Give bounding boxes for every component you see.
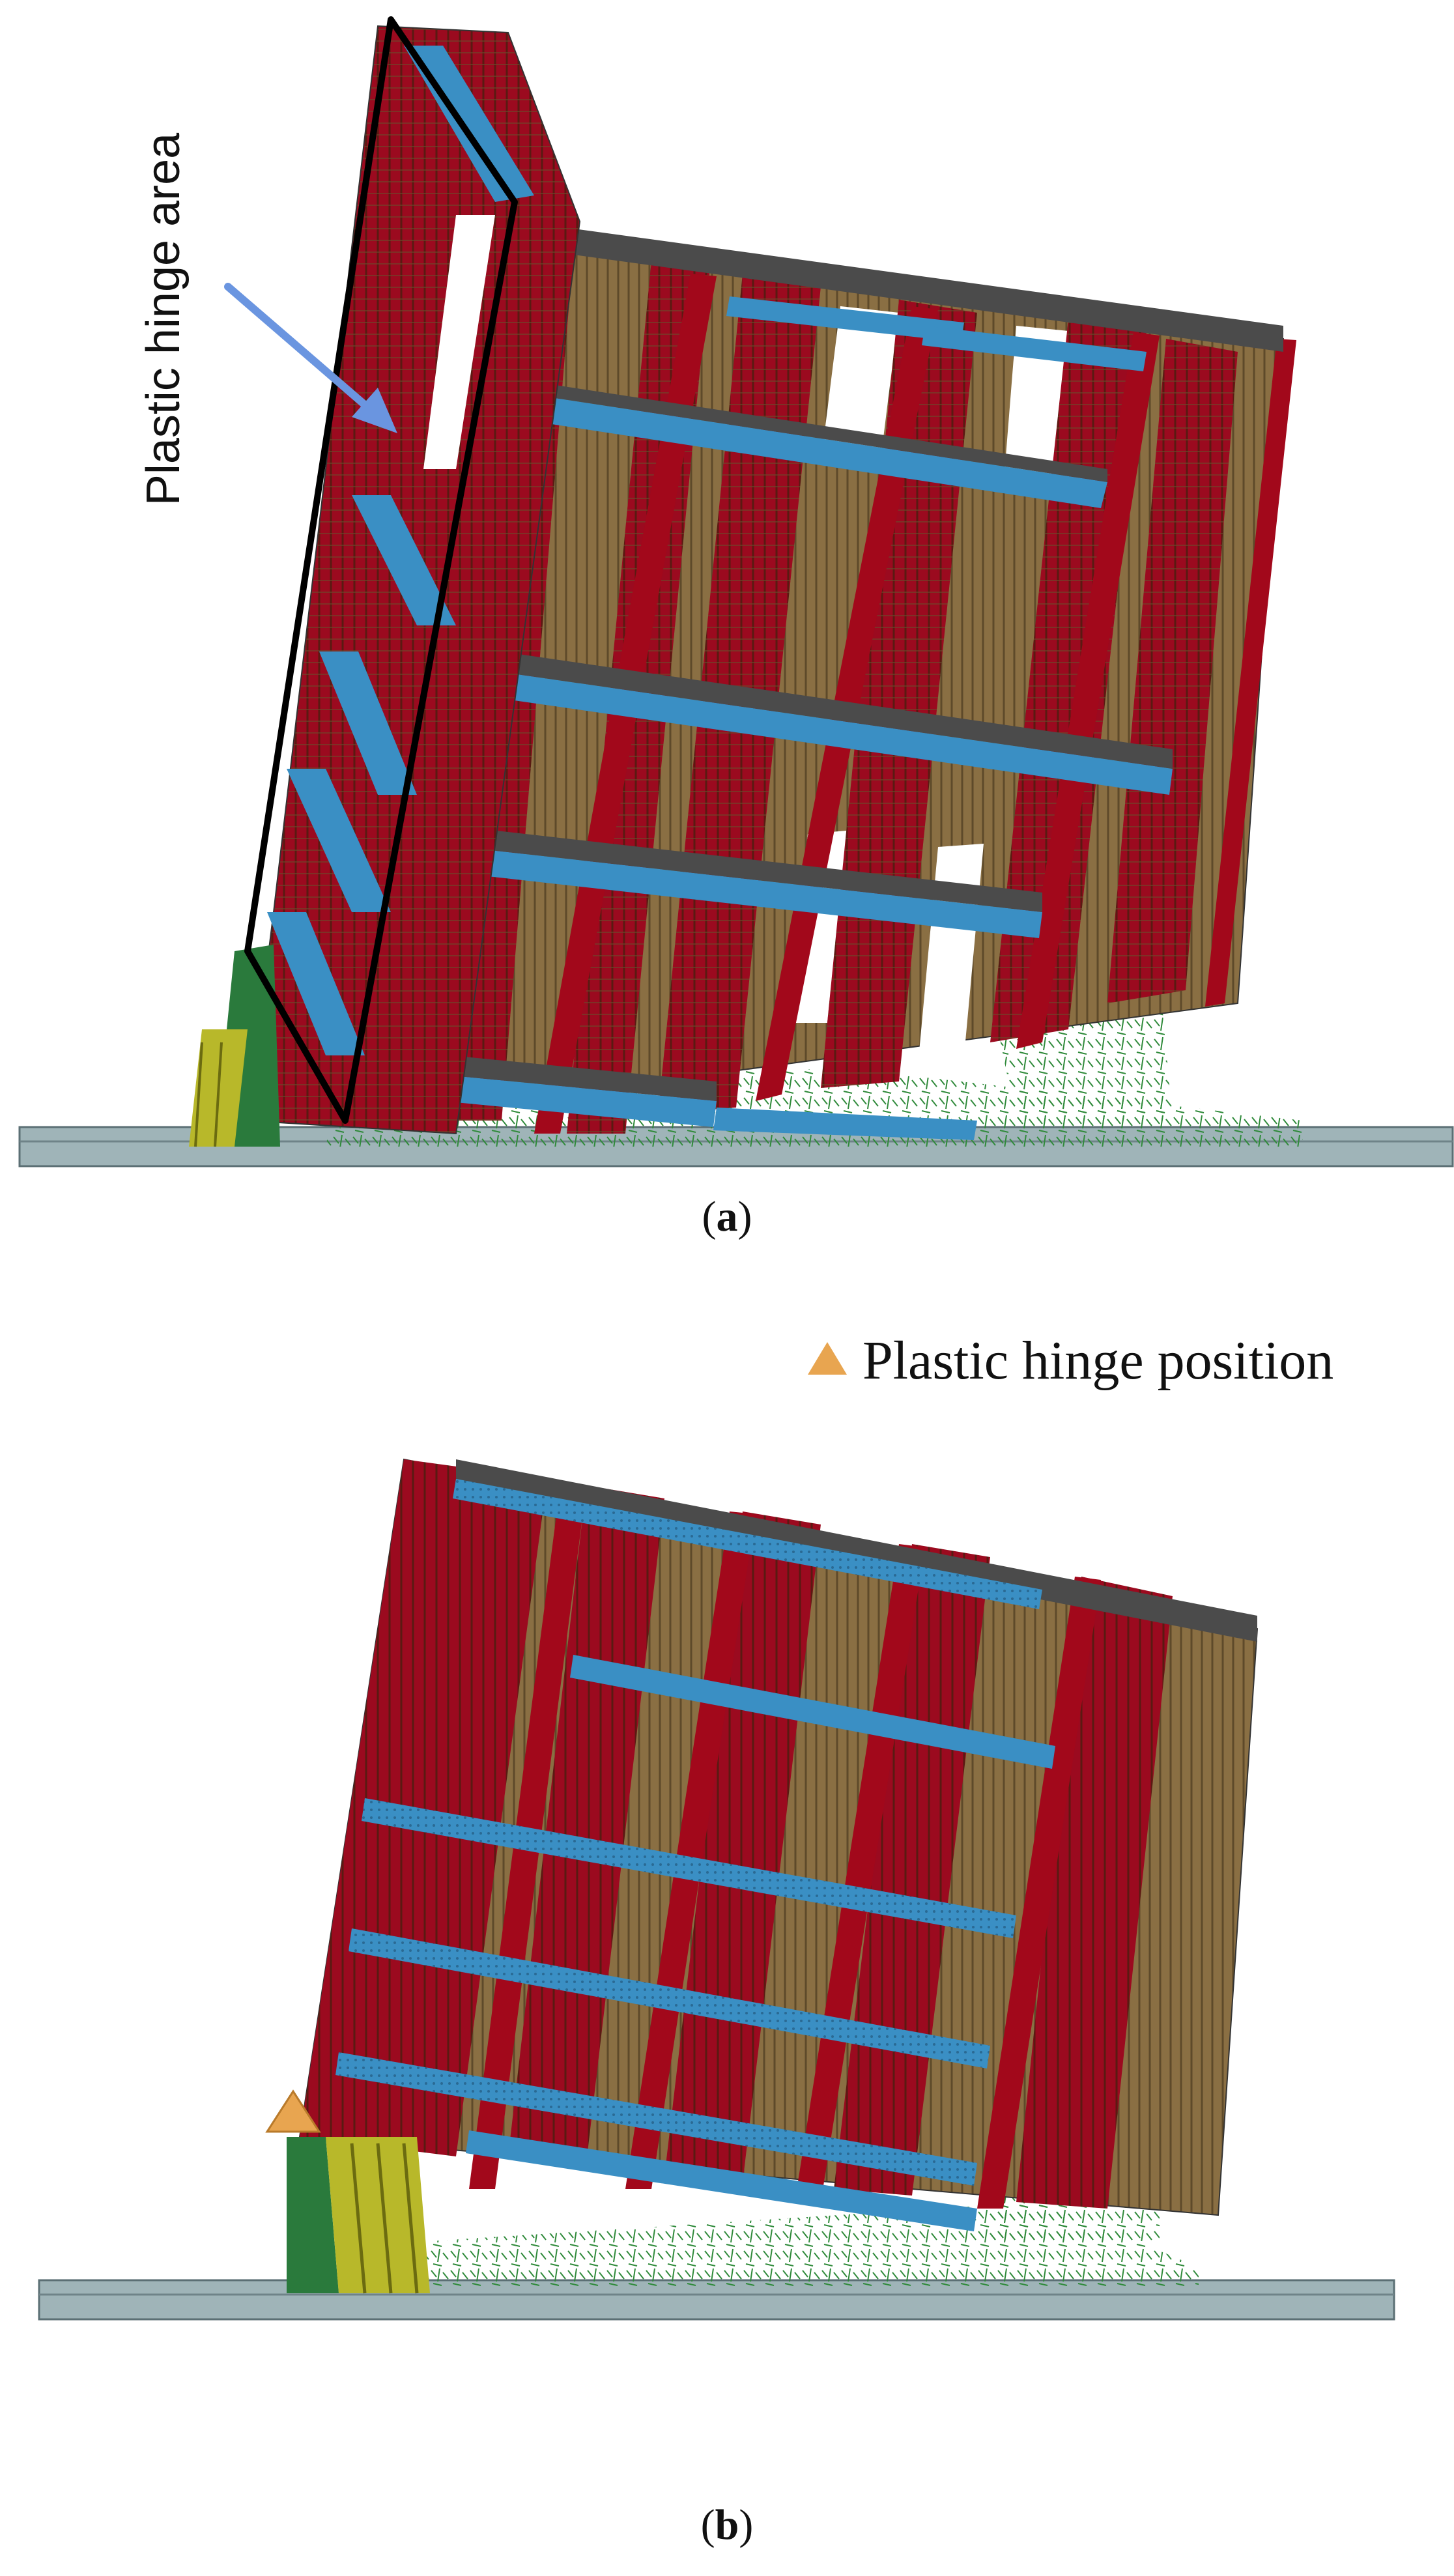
plastic-hinge-marker-icon bbox=[265, 2089, 321, 2133]
triangle-icon bbox=[808, 1341, 847, 1375]
plastic-hinge-area-label: Plastic hinge area bbox=[137, 132, 190, 506]
caption-letter-a: a bbox=[716, 1193, 738, 1240]
legend: Plastic hinge position bbox=[808, 1329, 1333, 1392]
panel-b-illustration bbox=[38, 1458, 1395, 2321]
caption-b: (b) bbox=[700, 2501, 754, 2549]
floor-slabs bbox=[375, 222, 1283, 1140]
panel-b bbox=[0, 1329, 1454, 2397]
arrow-icon bbox=[224, 283, 397, 433]
floor-slabs bbox=[335, 1459, 1257, 2231]
building-b bbox=[298, 1458, 1259, 2231]
building-a bbox=[352, 220, 1296, 1140]
panel-a-illustration bbox=[18, 16, 1454, 1167]
panel-a: Plastic hinge area bbox=[0, 0, 1454, 1173]
caption-letter-b: b bbox=[715, 2501, 739, 2549]
caption-a: (a) bbox=[702, 1193, 752, 1240]
plastic-hinge-area-outline bbox=[244, 16, 518, 1124]
legend-label: Plastic hinge position bbox=[862, 1330, 1334, 1391]
failed-base-columns bbox=[287, 2137, 430, 2294]
